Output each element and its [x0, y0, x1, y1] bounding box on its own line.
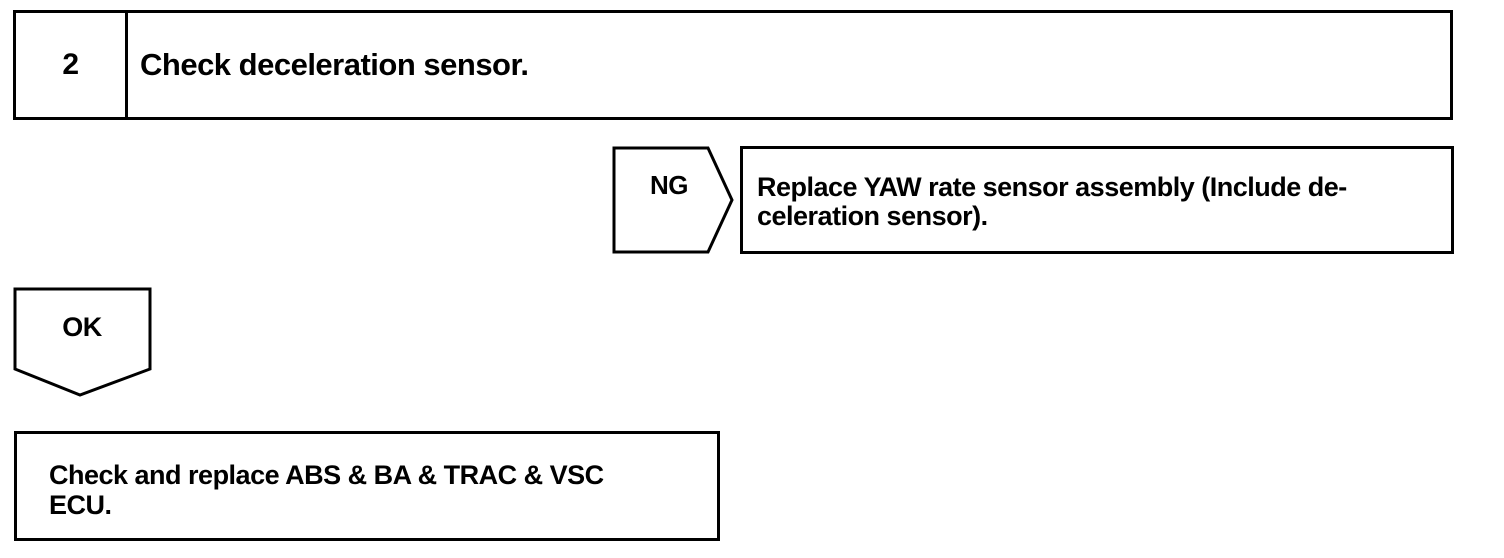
ok-result-line-1: Check and replace ABS & BA & TRAC & VSC	[49, 460, 604, 490]
ng-label: NG	[650, 170, 689, 200]
step-header-box: 2 Check deceleration sensor.	[13, 10, 1453, 120]
ng-arrow-shape	[612, 146, 734, 254]
step-number: 2	[16, 13, 128, 117]
ok-result-line-2: ECU.	[49, 490, 112, 520]
ng-result-line-1: Replace YAW rate sensor assembly (Includ…	[757, 172, 1347, 202]
ng-result-box: Replace YAW rate sensor assembly (Includ…	[740, 146, 1454, 254]
step-title: Check deceleration sensor.	[140, 47, 529, 82]
ok-result-box: Check and replace ABS & BA & TRAC & VSC …	[14, 431, 720, 541]
ok-label: OK	[62, 312, 102, 342]
ok-arrow-shape	[13, 287, 152, 397]
ng-result-line-2: celeration sensor).	[757, 201, 988, 231]
